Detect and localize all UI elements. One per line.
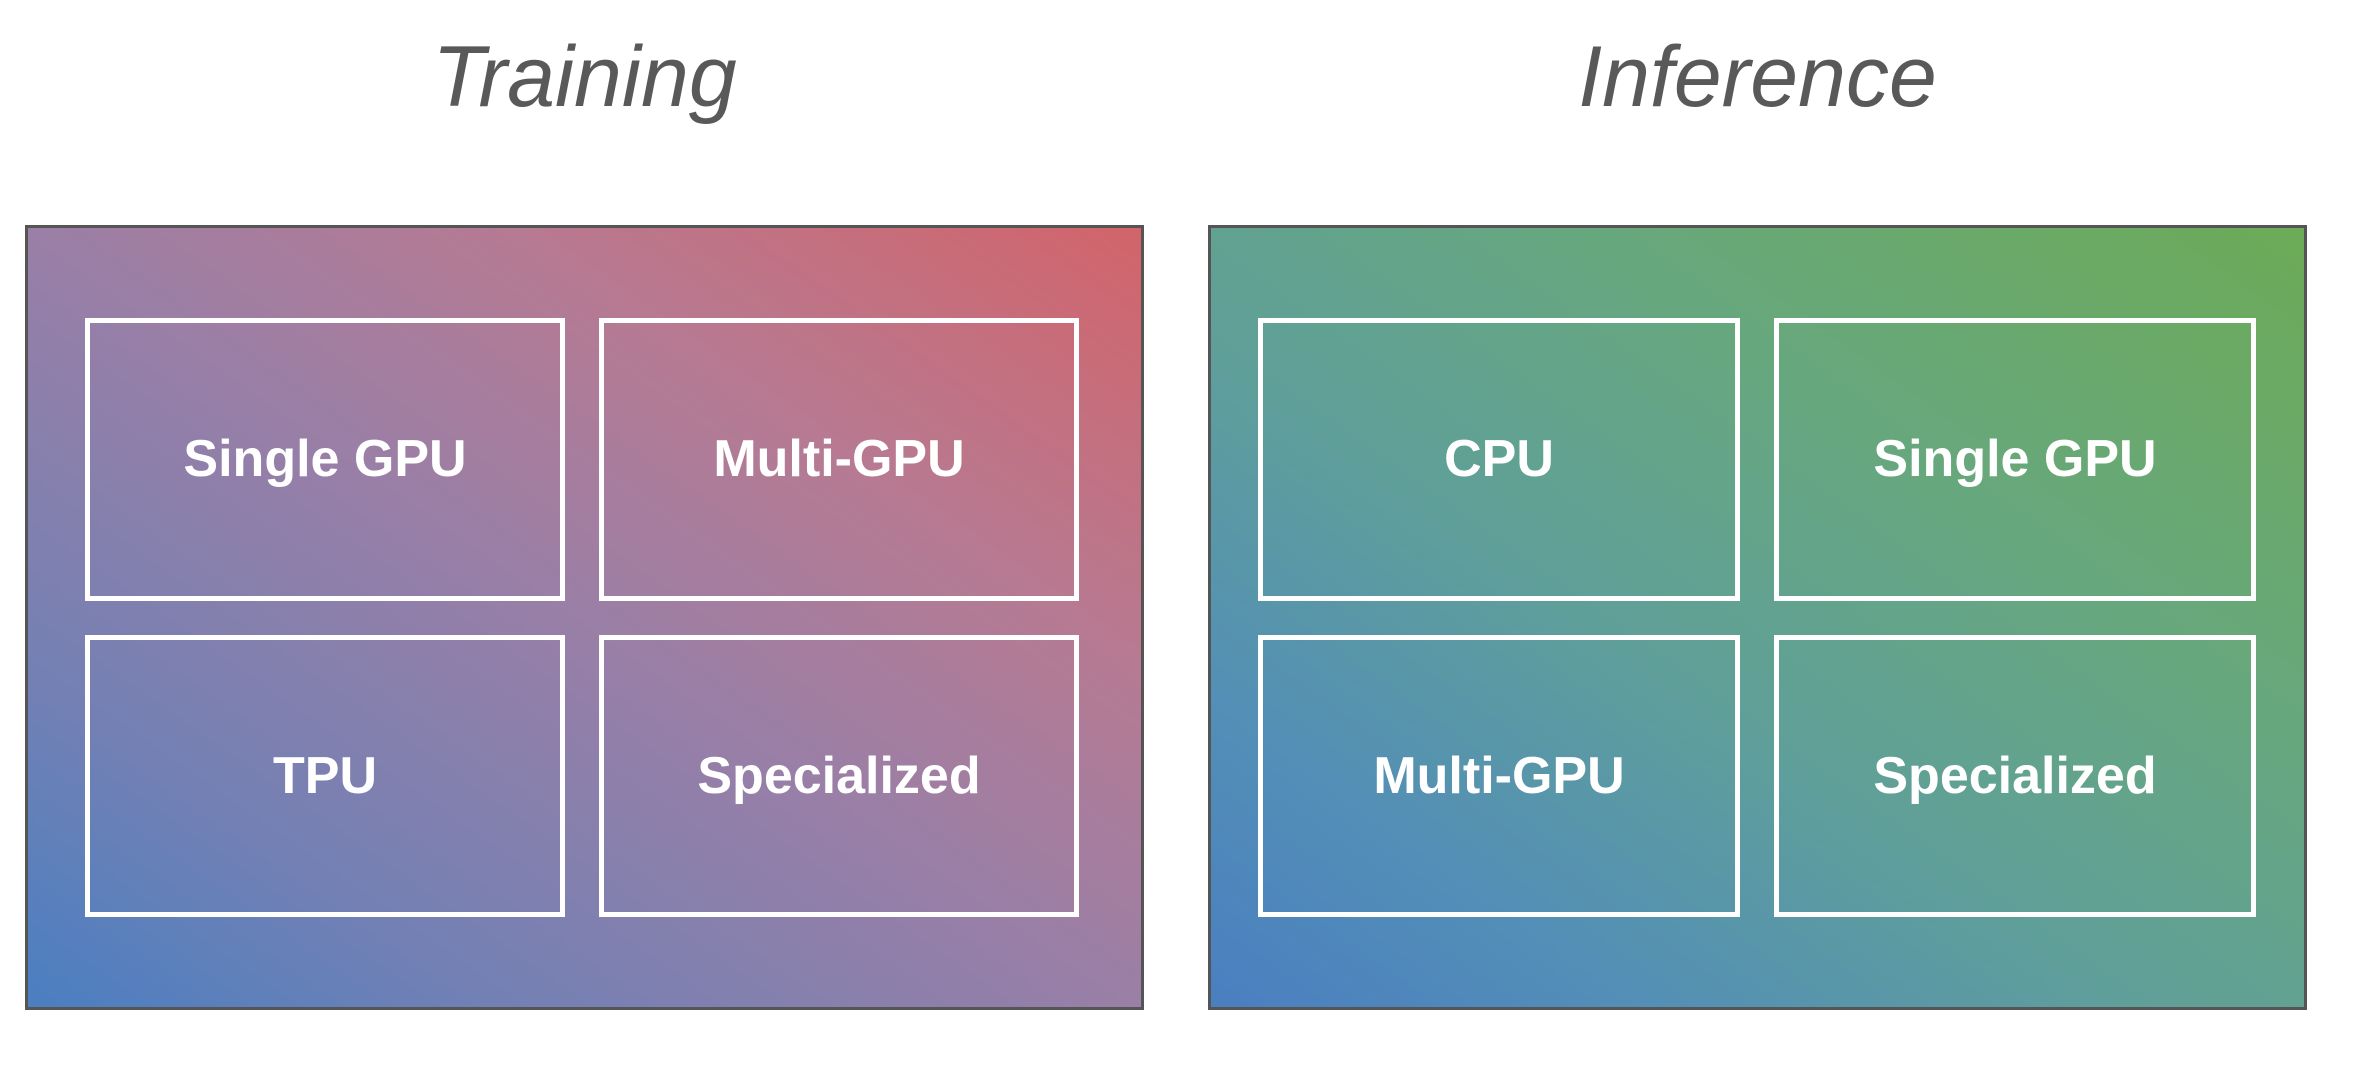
cell-label: CPU: [1444, 430, 1554, 489]
cell-label: TPU: [273, 746, 377, 805]
cell-label: Specialized: [1873, 746, 2157, 805]
cell-label: Single GPU: [1873, 430, 2157, 489]
panel-group-training: Training Single GPU Multi-GPU TPU Specia…: [25, 20, 1144, 1010]
cell-training-multi-gpu[interactable]: Multi-GPU: [599, 318, 1079, 601]
cell-label: Multi-GPU: [713, 430, 965, 489]
cell-training-tpu[interactable]: TPU: [85, 634, 565, 917]
panel-inference: CPU Single GPU Multi-GPU Specialized: [1208, 225, 2307, 1010]
panel-training: Single GPU Multi-GPU TPU Specialized: [25, 225, 1144, 1010]
panel-title-inference: Inference: [1578, 29, 1937, 125]
panel-group-inference: Inference CPU Single GPU Multi-GPU Speci…: [1208, 20, 2307, 1010]
cell-inference-cpu[interactable]: CPU: [1258, 318, 1740, 601]
cell-training-single-gpu[interactable]: Single GPU: [85, 318, 565, 601]
cell-label: Specialized: [697, 746, 981, 805]
cell-inference-single-gpu[interactable]: Single GPU: [1774, 318, 2256, 601]
panel-title-training: Training: [432, 29, 737, 125]
cell-label: Single GPU: [183, 430, 467, 489]
cell-training-specialized[interactable]: Specialized: [599, 634, 1079, 917]
cell-label: Multi-GPU: [1373, 746, 1625, 805]
cell-inference-multi-gpu[interactable]: Multi-GPU: [1258, 634, 1740, 917]
cell-inference-specialized[interactable]: Specialized: [1774, 634, 2256, 917]
